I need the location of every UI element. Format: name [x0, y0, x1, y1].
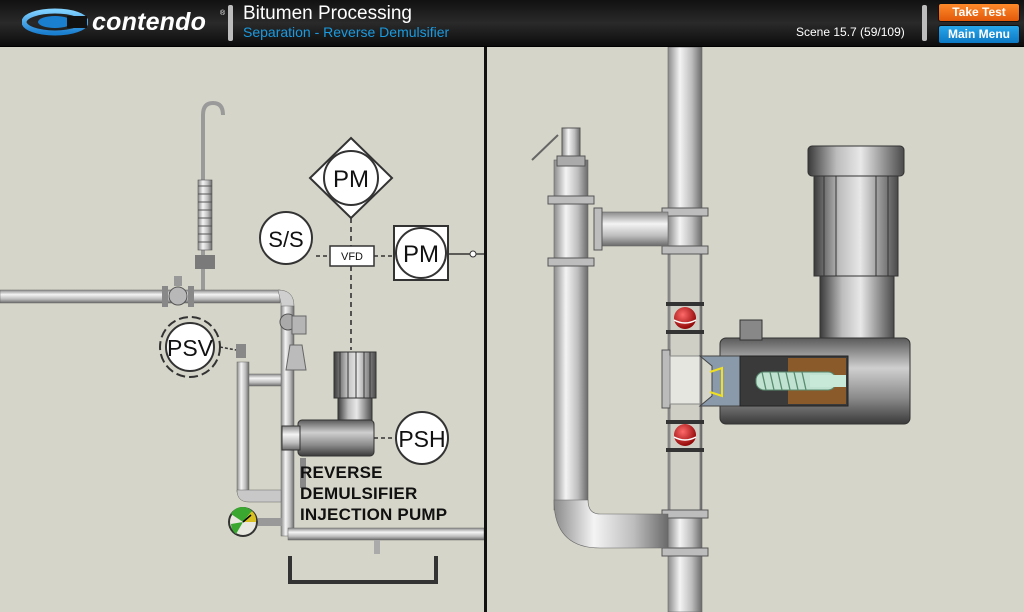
- logo-wordmark: contendo: [92, 8, 207, 36]
- contendo-swirl-icon: [21, 8, 89, 36]
- scene-counter: Scene 15.7 (59/109): [796, 25, 905, 39]
- psh-label: PSH: [398, 426, 445, 452]
- page-subtitle: Separation - Reverse Demulsifier: [243, 24, 450, 40]
- contendo-logo: contendo ®: [21, 7, 225, 37]
- pump-label-line-3: INJECTION PUMP: [300, 505, 448, 524]
- header-divider: [228, 5, 233, 41]
- vfd-box: VFD: [329, 245, 375, 267]
- page-title: Bitumen Processing: [243, 3, 412, 24]
- pump-label-line-1: REVERSE: [300, 463, 383, 482]
- panel-divider: [484, 47, 487, 612]
- pump-label: REVERSE DEMULSIFIER INJECTION PUMP: [300, 462, 447, 525]
- main-menu-button[interactable]: Main Menu: [938, 25, 1020, 44]
- registered-mark: ®: [220, 10, 226, 17]
- check-valve-lower: [666, 420, 704, 452]
- pm-top-instrument: PM: [308, 136, 394, 220]
- right-panel-pipework: [531, 47, 709, 612]
- header-bar: contendo ® Bitumen Processing Separation…: [0, 0, 1024, 47]
- pressure-gauge: [228, 506, 282, 537]
- ss-instrument: S/S: [259, 211, 313, 265]
- pm-top-label: PM: [333, 166, 369, 193]
- vfd-label: VFD: [341, 251, 363, 263]
- pump-label-line-2: DEMULSIFIER: [300, 484, 418, 503]
- ss-label: S/S: [268, 227, 303, 252]
- psv-instrument: PSV: [159, 316, 237, 378]
- pm-right-label: PM: [403, 241, 439, 268]
- header-ball-valve: [162, 276, 194, 307]
- pm-right-instrument: PM: [393, 225, 449, 281]
- psv-label: PSV: [167, 335, 214, 361]
- take-test-button[interactable]: Take Test: [938, 3, 1020, 22]
- check-valve-upper: [666, 302, 704, 334]
- injection-pump: [281, 351, 377, 488]
- left-panel-pipework: [0, 100, 485, 584]
- header-divider-right: [922, 5, 927, 41]
- psh-instrument: PSH: [374, 411, 449, 465]
- process-diagram: PM S/S VFD PM PSV PSH: [0, 47, 911, 612]
- pump-cutaway: [698, 145, 911, 425]
